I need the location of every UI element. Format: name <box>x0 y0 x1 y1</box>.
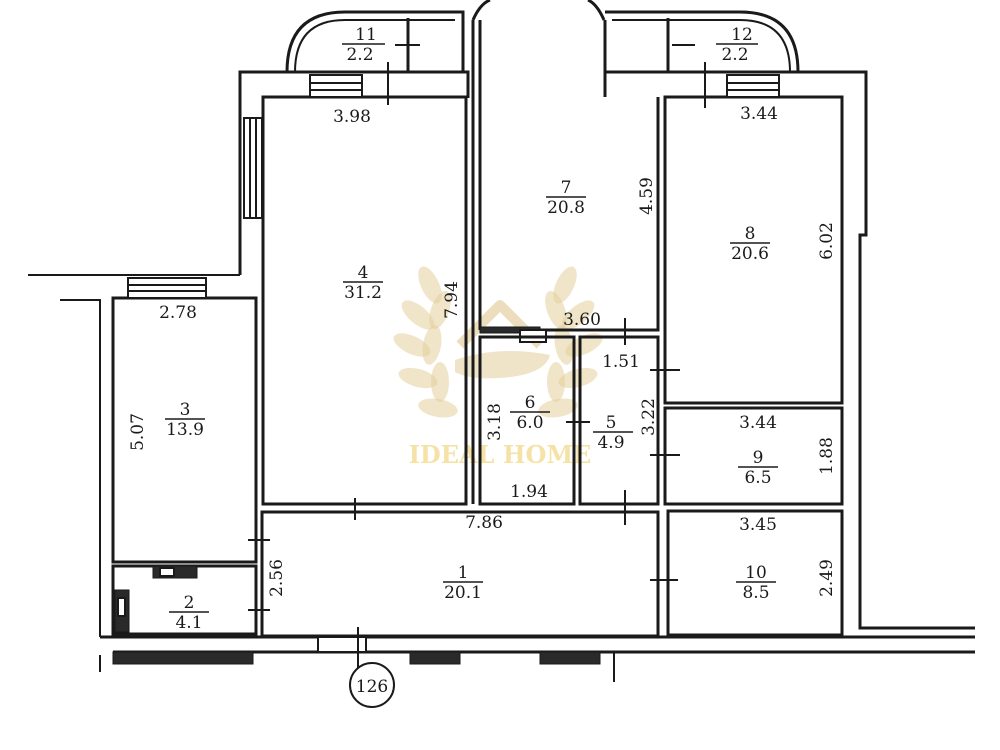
svg-text:4.59: 4.59 <box>637 177 657 215</box>
room-labels: 1 20.1 2 4.1 3 13.9 4 31.2 5 4.9 6 6.0 <box>165 25 778 633</box>
svg-text:1.88: 1.88 <box>817 437 837 475</box>
svg-text:2: 2 <box>184 593 195 613</box>
svg-text:1.94: 1.94 <box>510 482 548 502</box>
walls <box>28 0 975 682</box>
watermark-text: IDEAL HOME <box>409 440 592 469</box>
room-5-label: 5 4.9 <box>593 413 633 453</box>
room-7-label: 7 20.8 <box>546 178 586 218</box>
laurel-left-icon <box>393 266 458 418</box>
svg-text:4: 4 <box>358 263 369 283</box>
svg-text:13.9: 13.9 <box>166 420 204 440</box>
svg-text:3.44: 3.44 <box>740 104 778 124</box>
svg-text:4.1: 4.1 <box>175 613 202 633</box>
svg-text:6.02: 6.02 <box>817 222 837 260</box>
svg-text:20.1: 20.1 <box>444 583 482 603</box>
room-4-label: 4 31.2 <box>343 263 383 303</box>
svg-text:4.9: 4.9 <box>597 433 624 453</box>
svg-text:31.2: 31.2 <box>344 283 382 303</box>
room-9-label: 9 6.5 <box>738 448 778 488</box>
svg-text:5: 5 <box>606 413 617 433</box>
svg-text:3.45: 3.45 <box>739 515 777 535</box>
axis-marker: 126 <box>349 662 395 708</box>
svg-text:3.44: 3.44 <box>739 413 777 433</box>
svg-text:5.07: 5.07 <box>128 413 148 451</box>
svg-text:7.86: 7.86 <box>465 513 503 533</box>
svg-text:11: 11 <box>355 25 377 45</box>
hand-icon <box>455 351 550 379</box>
svg-text:2.2: 2.2 <box>346 45 373 65</box>
svg-text:6.5: 6.5 <box>744 468 771 488</box>
svg-text:8: 8 <box>745 224 756 244</box>
svg-text:3.60: 3.60 <box>563 310 601 330</box>
svg-text:10: 10 <box>745 563 767 583</box>
room-12-label: 12 2.2 <box>716 25 758 65</box>
svg-text:3.22: 3.22 <box>639 398 659 436</box>
svg-text:9: 9 <box>753 448 764 468</box>
room-6-label: 6 6.0 <box>510 393 550 433</box>
room-11-label: 11 2.2 <box>342 25 385 65</box>
room-10-label: 10 8.5 <box>736 563 776 603</box>
svg-text:6.0: 6.0 <box>516 413 543 433</box>
dimension-labels: 7.86 2.56 2.78 5.07 3.98 7.94 1.51 3.22 … <box>128 104 837 597</box>
svg-text:7: 7 <box>561 178 572 198</box>
svg-text:2.56: 2.56 <box>267 559 287 597</box>
svg-text:20.6: 20.6 <box>731 244 769 264</box>
svg-text:2.49: 2.49 <box>817 559 837 597</box>
room-8-label: 8 20.6 <box>730 224 770 264</box>
svg-text:1: 1 <box>458 563 469 583</box>
svg-text:7.94: 7.94 <box>442 281 462 319</box>
laurel-right-icon <box>538 266 603 418</box>
svg-text:3.18: 3.18 <box>485 403 505 441</box>
room-3-label: 3 13.9 <box>165 400 205 440</box>
svg-text:6: 6 <box>525 393 536 413</box>
svg-text:1.51: 1.51 <box>602 352 640 372</box>
svg-text:126: 126 <box>356 677 388 697</box>
svg-text:20.8: 20.8 <box>547 198 585 218</box>
svg-text:3.98: 3.98 <box>333 107 371 127</box>
svg-text:3: 3 <box>180 400 191 420</box>
svg-text:12: 12 <box>731 25 753 45</box>
svg-text:2.78: 2.78 <box>159 303 197 323</box>
svg-text:8.5: 8.5 <box>742 583 769 603</box>
svg-text:2.2: 2.2 <box>721 45 748 65</box>
room-2-label: 2 4.1 <box>169 593 209 633</box>
room-1-label: 1 20.1 <box>443 563 483 603</box>
